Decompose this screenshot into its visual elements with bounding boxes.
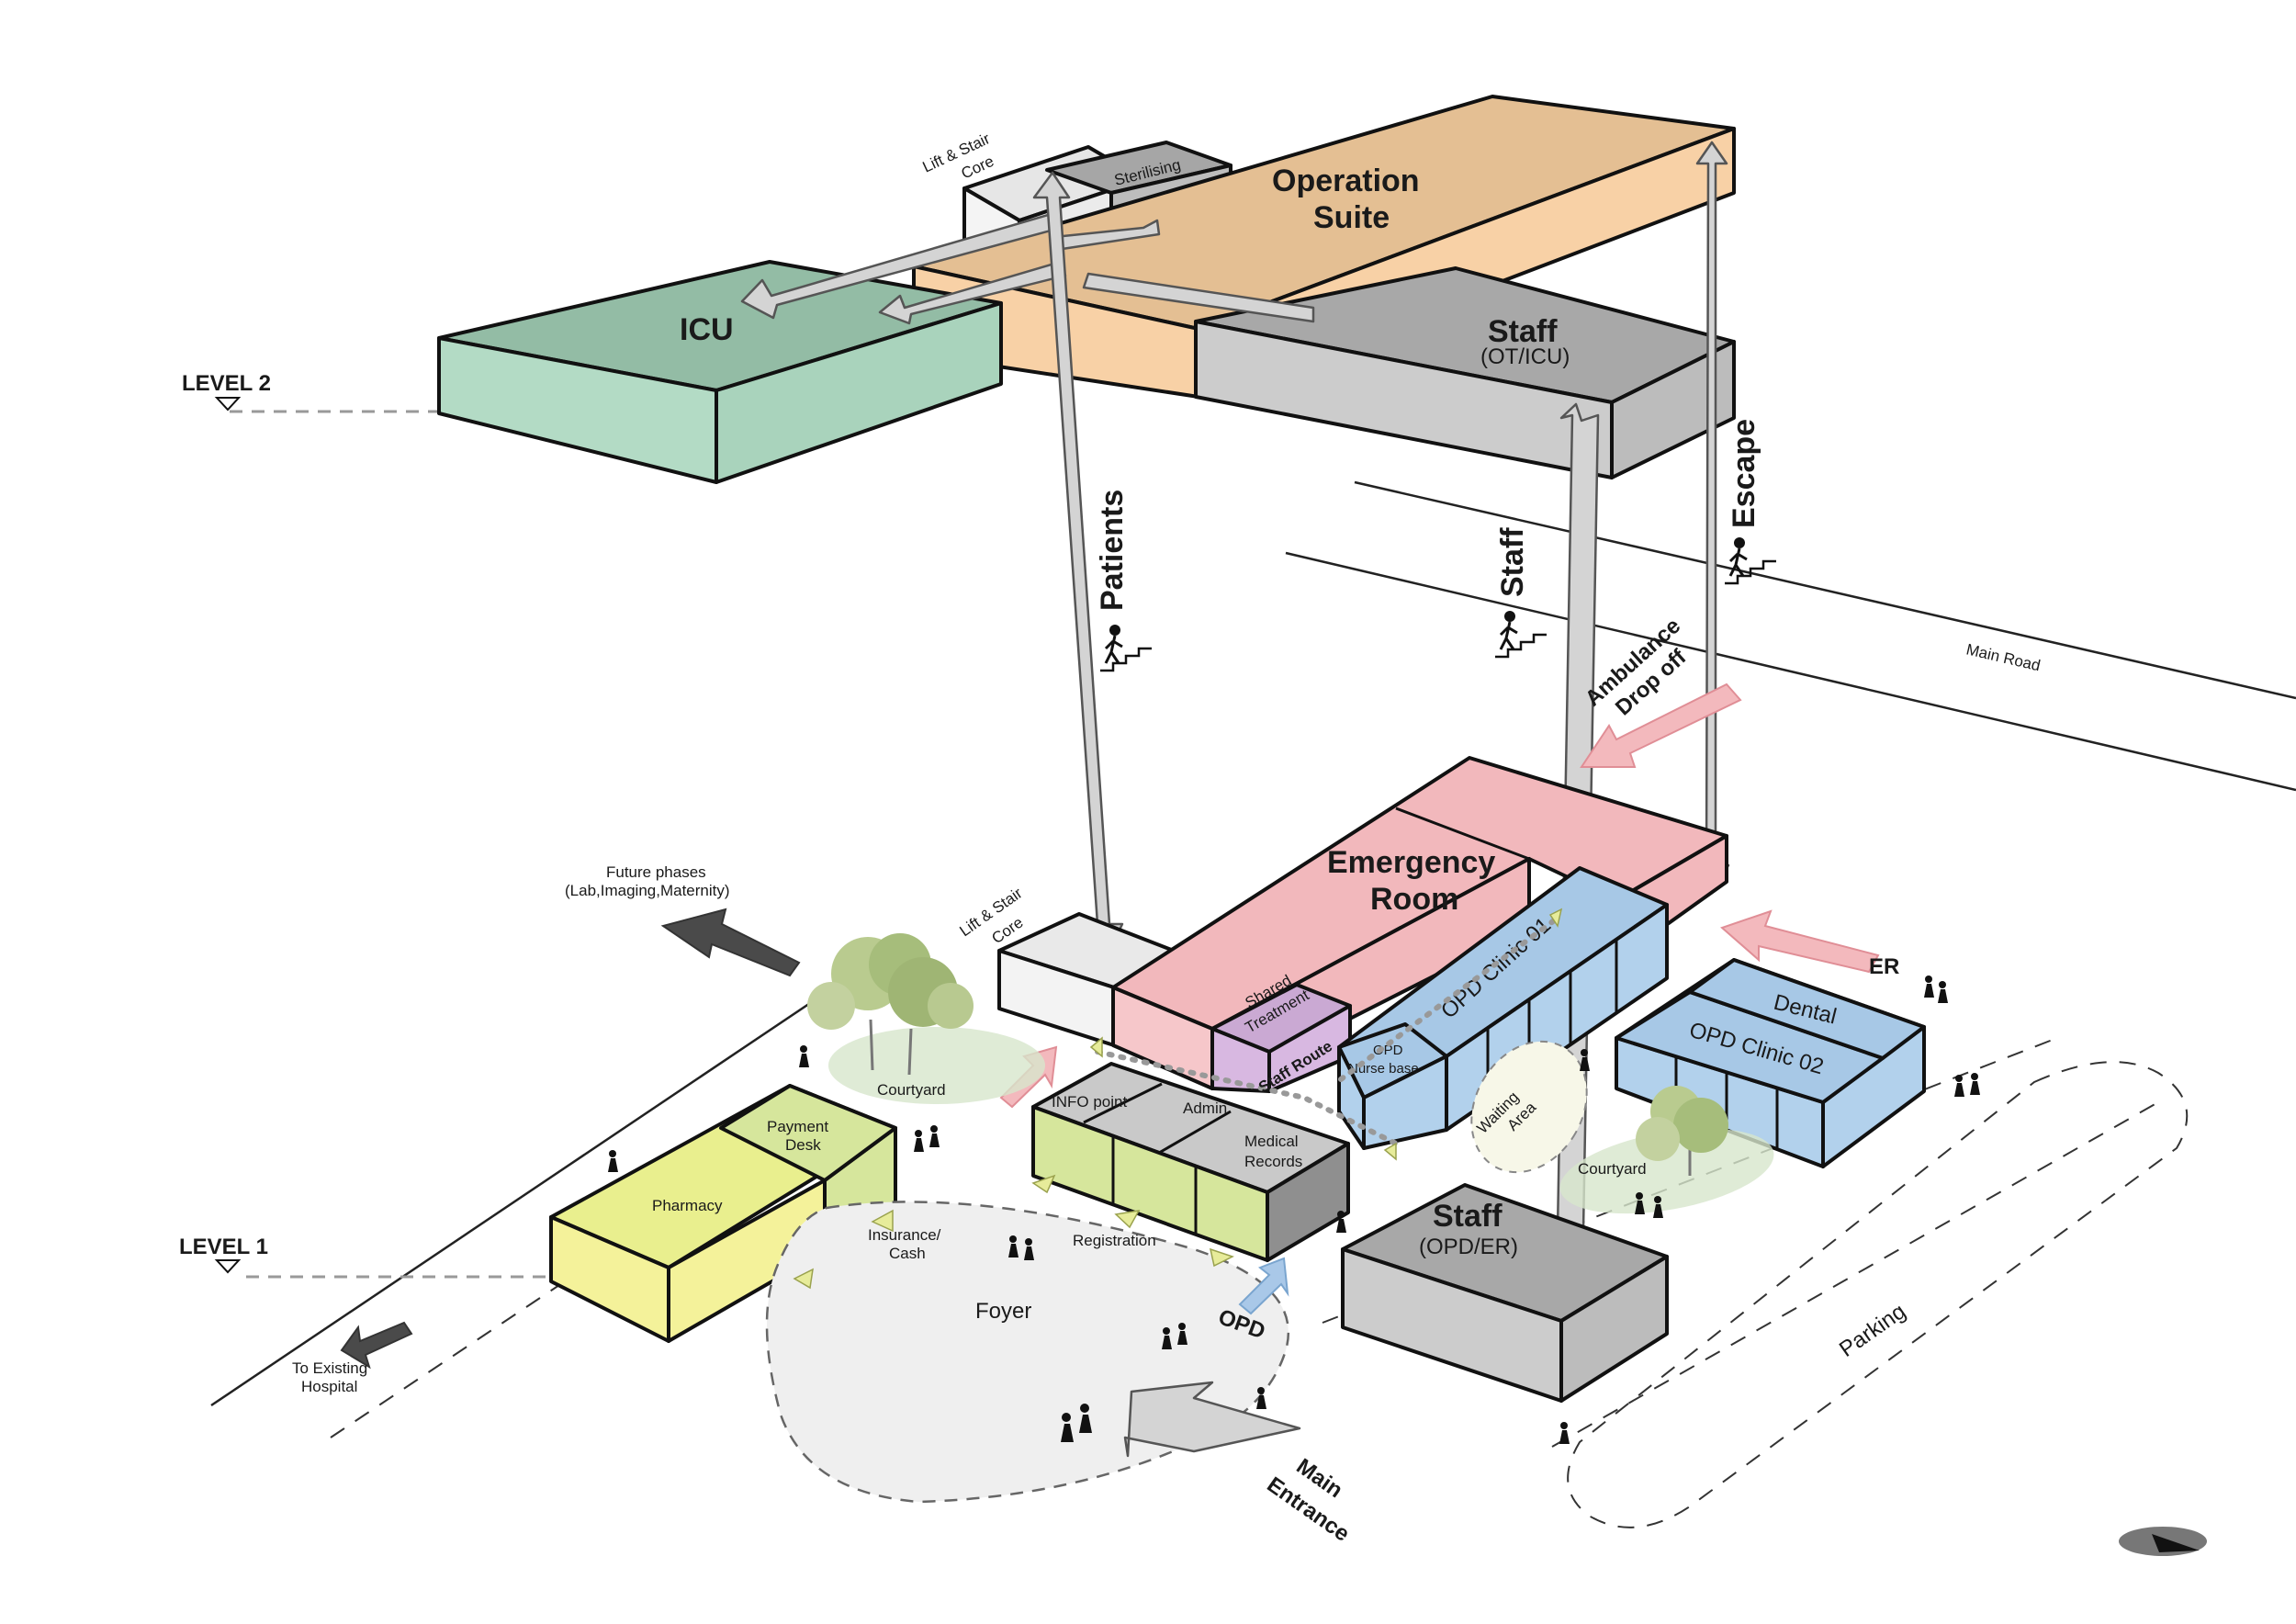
person-icon	[1580, 1049, 1590, 1071]
staff-top-label: Staff	[1488, 314, 1558, 349]
person-icon	[1162, 1327, 1172, 1349]
escape-vertical-arrow	[1694, 141, 1730, 895]
future-label-1: Future phases	[606, 863, 706, 881]
insurance-label-1: Insurance/	[868, 1226, 941, 1244]
staff-low-sub-label: (OPD/ER)	[1419, 1235, 1518, 1259]
medical-label-2: Records	[1244, 1153, 1302, 1170]
person-icon	[1653, 1196, 1663, 1218]
staff-top-sub-label: (OT/ICU)	[1480, 344, 1570, 369]
courtyard-left-label: Courtyard	[877, 1081, 946, 1099]
courtyard-right-label: Courtyard	[1578, 1160, 1647, 1178]
person-icon	[608, 1150, 618, 1172]
stairs-walker-icon	[1100, 625, 1152, 672]
person-icon	[1079, 1404, 1092, 1433]
icu-label: ICU	[680, 312, 734, 347]
level-2-label: LEVEL 2	[182, 371, 271, 396]
future-phases-arrow	[660, 908, 801, 977]
to-existing-label-1: To Existing	[292, 1359, 367, 1377]
stairs-walker-icon	[1725, 537, 1776, 585]
staff-low-label: Staff	[1433, 1199, 1503, 1234]
staff-vertical-label: Staff	[1495, 527, 1530, 597]
admin-block	[1031, 1062, 1350, 1262]
person-icon	[1954, 1075, 1964, 1097]
opd-nurse-base-block	[1337, 1022, 1448, 1150]
courtyard-left	[807, 933, 1045, 1104]
medical-label-1: Medical	[1244, 1133, 1299, 1150]
level-1-marker: LEVEL 1	[179, 1235, 551, 1279]
person-icon	[799, 1045, 809, 1067]
person-icon	[1635, 1192, 1645, 1214]
escape-label: Escape	[1727, 419, 1761, 528]
tree-icon	[807, 933, 974, 1076]
parking-area	[1567, 1061, 2189, 1528]
entry-markers	[793, 908, 1563, 1290]
insurance-label-2: Cash	[889, 1245, 926, 1262]
future-label-2: (Lab,Imaging,Maternity)	[565, 882, 730, 899]
shared-treatment-block	[1210, 983, 1352, 1093]
person-icon	[1559, 1422, 1570, 1444]
tree-icon	[1636, 1086, 1728, 1176]
payment-label-2: Desk	[785, 1136, 821, 1154]
er-entry-arrow	[1720, 909, 1880, 974]
person-icon	[1177, 1323, 1187, 1345]
person-icon	[1970, 1073, 1980, 1095]
level-1-label: LEVEL 1	[179, 1235, 268, 1259]
person-icon	[1256, 1387, 1266, 1409]
waiting-area	[1470, 1040, 1588, 1174]
registration-label: Registration	[1073, 1232, 1156, 1249]
main-entrance-arrow	[1123, 1381, 1301, 1458]
staff-opd-er-block	[1341, 1183, 1669, 1403]
staff-ot-icu-block	[1194, 266, 1736, 479]
circulation-arrow-1	[740, 211, 1063, 320]
circulation-arrow-3	[878, 260, 1067, 325]
to-existing-hospital-arrow	[340, 1321, 413, 1370]
operation-suite-label-2: Suite	[1313, 200, 1390, 235]
patients-label: Patients	[1095, 490, 1130, 611]
payment-label-1: Payment	[767, 1118, 828, 1135]
person-icon	[1924, 976, 1934, 998]
operation-suite-label-1: Operation	[1272, 164, 1420, 198]
emergency-label-1: Emergency	[1327, 845, 1495, 880]
person-icon	[1938, 981, 1948, 1003]
person-icon	[1008, 1235, 1019, 1257]
opd-nurse-label-1: OPD	[1373, 1043, 1403, 1058]
pharmacy-label: Pharmacy	[652, 1197, 723, 1214]
person-icon	[929, 1125, 940, 1147]
admin-label: Admin	[1183, 1100, 1227, 1117]
to-existing-label-2: Hospital	[301, 1378, 357, 1395]
patients-vertical-arrow	[1032, 171, 1124, 964]
info-point-label: INFO point	[1052, 1093, 1127, 1111]
people-figures	[608, 976, 1980, 1444]
er-label: ER	[1869, 954, 1899, 979]
opd-nurse-label-2: Nurse base	[1348, 1061, 1419, 1077]
opd-entry-arrow	[1238, 1257, 1289, 1315]
stairs-walker-icon	[1495, 611, 1547, 659]
person-icon	[1336, 1211, 1346, 1233]
circulation-arrow-2	[1052, 219, 1161, 252]
opd-clinic-02-block	[1615, 958, 1926, 1168]
pharmacy-block	[549, 1084, 897, 1343]
person-icon	[1024, 1238, 1034, 1260]
person-icon	[1061, 1413, 1074, 1442]
icu-block	[437, 260, 1003, 484]
north-arrow-icon	[2119, 1527, 2207, 1556]
person-icon	[914, 1130, 924, 1152]
courtyard-right	[1559, 1086, 1774, 1214]
foyer-label: Foyer	[975, 1299, 1031, 1324]
emergency-label-2: Room	[1370, 882, 1458, 917]
circulation-arrow-4	[1082, 272, 1315, 323]
level-2-marker: LEVEL 2	[182, 371, 439, 413]
ambulance-arrow	[1580, 682, 1742, 768]
staff-route-dotted-path	[1095, 916, 1559, 1146]
main-road-label: Main Road	[1964, 640, 2042, 674]
